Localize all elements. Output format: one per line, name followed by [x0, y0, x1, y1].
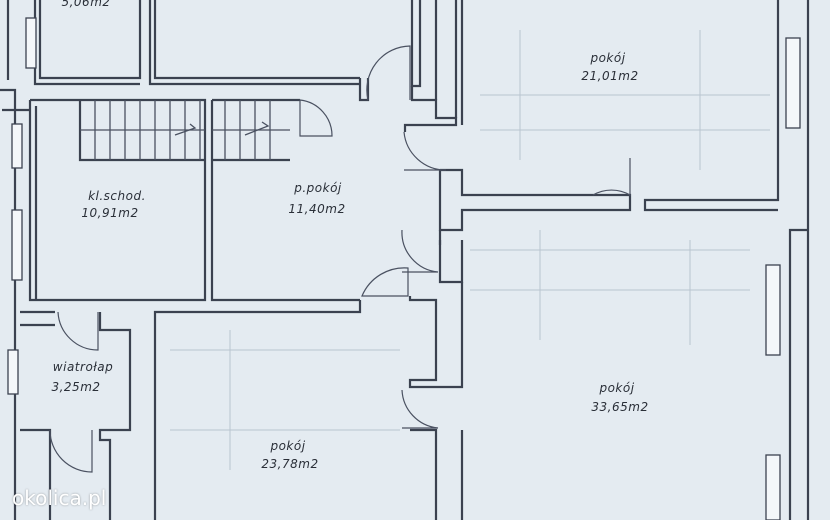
room-name-staircase: kl.schod.: [88, 189, 146, 203]
top-left-room-walls: [33, 0, 360, 86]
room-name-hall: p.pokój: [293, 181, 342, 195]
room-area-top-left: 5,06m2: [61, 0, 110, 9]
room-name-bottom-right: pokój: [598, 381, 634, 395]
room-name-top-right: pokój: [589, 51, 625, 65]
watermark: okolica.pl: [12, 486, 107, 510]
doors: [49, 45, 631, 473]
room-area-top-right: 21,01m2: [581, 69, 638, 83]
room-area-hall: 11,40m2: [288, 202, 345, 216]
room-area-bottom-middle: 23,78m2: [261, 457, 318, 471]
background-sketch: [170, 30, 770, 470]
room-area-bottom-right: 33,65m2: [591, 400, 648, 414]
windows: [7, 17, 801, 520]
room-area-staircase: 10,91m2: [81, 206, 138, 220]
room-name-bottom-middle: pokój: [269, 439, 305, 453]
staircase-walls: [28, 98, 360, 302]
room-name-vestibule: wiatrołap: [53, 360, 113, 374]
middle-walls: [20, 230, 464, 520]
hall-walls: [358, 0, 632, 284]
room-area-vestibule: 3,25m2: [51, 380, 100, 394]
